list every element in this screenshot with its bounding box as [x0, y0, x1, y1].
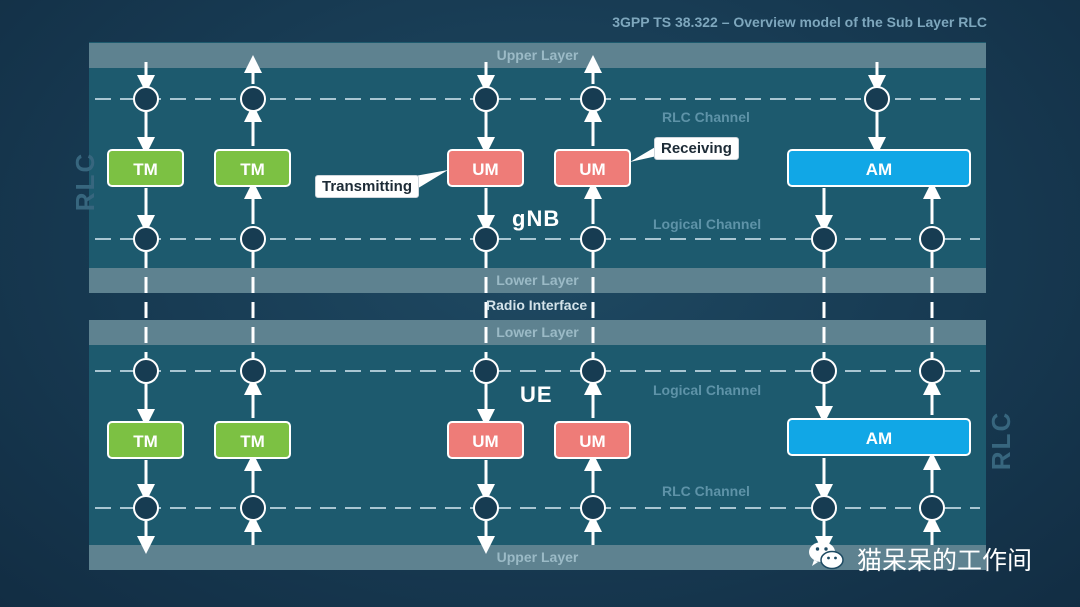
channel-node — [864, 86, 890, 112]
gnb-am-entity[interactable]: AM — [787, 149, 971, 187]
ue-logical-channel-label: Logical Channel — [653, 382, 762, 398]
ue-tm-receive-entity[interactable]: TM — [107, 421, 184, 459]
gnb-logical-channel-label: Logical Channel — [653, 216, 762, 232]
gnb-upper-layer-bar: Upper Layer — [89, 43, 986, 68]
channel-node — [580, 358, 606, 384]
channel-node — [580, 86, 606, 112]
transmitting-pointer — [415, 170, 448, 190]
channel-node — [811, 495, 837, 521]
ue-am-entity[interactable]: AM — [787, 418, 971, 456]
channel-node — [240, 86, 266, 112]
radio-interface-label: Radio Interface — [486, 297, 588, 313]
channel-node — [919, 495, 945, 521]
channel-node — [580, 495, 606, 521]
channel-node — [473, 358, 499, 384]
ue-tm-transmit-entity[interactable]: TM — [214, 421, 291, 459]
channel-node — [240, 358, 266, 384]
watermark-text: 猫呆呆的工作间 — [857, 546, 1033, 575]
channel-node — [473, 86, 499, 112]
channel-node — [919, 226, 945, 252]
channel-node — [133, 226, 159, 252]
transmitting-callout: Transmitting — [315, 175, 420, 198]
ue-um-receive-entity[interactable]: UM — [447, 421, 524, 459]
channel-node — [811, 358, 837, 384]
gnb-lower-layer-bar: Lower Layer — [89, 268, 986, 293]
ue-rlc-channel-label: RLC Channel — [662, 483, 750, 499]
channel-node — [133, 86, 159, 112]
ue-um-transmit-entity[interactable]: UM — [554, 421, 631, 459]
channel-node — [240, 226, 266, 252]
gnb-um-receive-entity[interactable]: UM — [554, 149, 631, 187]
channel-node — [473, 495, 499, 521]
diagram-title: 3GPP TS 38.322 – Overview model of the S… — [612, 14, 987, 30]
gnb-label: gNB — [512, 206, 561, 231]
ue-lower-layer-bar: Lower Layer — [89, 320, 986, 345]
channel-node — [133, 358, 159, 384]
channel-node — [240, 495, 266, 521]
ue-label: UE — [520, 382, 553, 407]
channel-node — [133, 495, 159, 521]
receiving-pointer — [630, 146, 657, 162]
receiving-callout: Receiving — [654, 137, 739, 160]
channel-node — [473, 226, 499, 252]
channel-node — [811, 226, 837, 252]
gnb-um-transmit-entity[interactable]: UM — [447, 149, 524, 187]
wechat-icon — [809, 542, 844, 570]
gnb-tm-transmit-entity[interactable]: TM — [107, 149, 184, 187]
gnb-rlc-channel-label: RLC Channel — [662, 109, 750, 125]
gnb-tm-receive-entity[interactable]: TM — [214, 149, 291, 187]
channel-node — [580, 226, 606, 252]
channel-node — [919, 358, 945, 384]
